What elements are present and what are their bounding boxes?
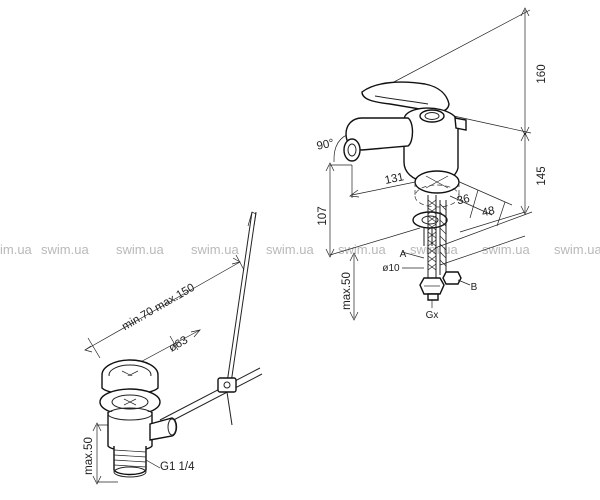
watermark-text: swim.ua bbox=[191, 242, 239, 257]
faucet-base bbox=[412, 170, 460, 229]
drain-body bbox=[99, 359, 178, 478]
faucet-hoses bbox=[401, 195, 471, 308]
dimension-label-angle: 90° bbox=[316, 137, 336, 152]
watermark-row: im.ua swim.ua swim.ua swim.ua swim.ua sw… bbox=[0, 242, 600, 257]
watermark-text: swim.ua bbox=[554, 242, 600, 257]
dimension-label-diameter10: ø10 bbox=[382, 263, 400, 274]
thread-label: G1 1/4 bbox=[160, 461, 195, 473]
bidet-faucet-drawing: 160 145 107 131 90° 36 48 max.50 ø10 A B… bbox=[316, 7, 548, 321]
dimension-label-max50: max.50 bbox=[341, 272, 353, 310]
dimension-label-48: 48 bbox=[481, 205, 496, 219]
watermark-text: im.ua bbox=[0, 242, 33, 257]
label-b: B bbox=[471, 282, 478, 293]
watermark-text: swim.ua bbox=[116, 242, 164, 257]
faucet-body bbox=[343, 107, 467, 184]
dimension-label-max50: max.50 bbox=[83, 437, 95, 475]
watermark-text: swim.ua bbox=[338, 242, 386, 257]
faucet-lever bbox=[361, 81, 450, 113]
dimension-label-131: 131 bbox=[384, 171, 405, 187]
watermark-text: swim.ua bbox=[266, 242, 314, 257]
label-gx: Gx bbox=[426, 310, 439, 321]
drain-pull-rod bbox=[159, 211, 263, 427]
dimension-label-range: min.70 max.150 bbox=[120, 282, 197, 333]
label-a: A bbox=[400, 249, 407, 260]
dimension-label-107: 107 bbox=[317, 206, 329, 225]
dimension-label-145: 145 bbox=[536, 166, 548, 185]
watermark-text: swim.ua bbox=[482, 242, 530, 257]
dimension-label-36: 36 bbox=[456, 193, 471, 207]
dimension-label-160: 160 bbox=[536, 64, 548, 83]
watermark-text: swim.ua bbox=[41, 242, 89, 257]
